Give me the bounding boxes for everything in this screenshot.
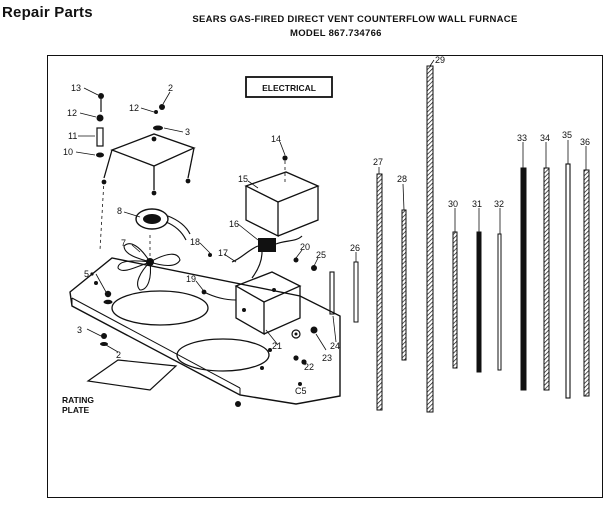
callout-19: 19 <box>186 274 196 284</box>
hardware-stack <box>90 93 241 407</box>
callout-8: 8 <box>117 206 122 216</box>
rods-and-wires <box>353 65 590 413</box>
callout-14: 14 <box>271 134 281 144</box>
callout-11: 11 <box>68 131 77 141</box>
callout-17: 17 <box>218 248 228 258</box>
electrical-section-label: ELECTRICAL <box>245 76 333 98</box>
callout-30: 30 <box>448 199 458 209</box>
callout-22: 22 <box>304 362 314 372</box>
rating-plate: RATING PLATE <box>62 359 178 415</box>
diagram-title: SEARS GAS-FIRED DIRECT VENT COUNTERFLOW … <box>192 14 518 25</box>
callout-2b: 2 <box>116 350 121 360</box>
blower-opening-right <box>176 338 270 372</box>
base-plate <box>69 257 341 405</box>
callout-35: 35 <box>562 130 572 140</box>
blower-motor <box>135 208 191 241</box>
callout-31: 31 <box>472 199 482 209</box>
callout-29: 29 <box>435 55 445 65</box>
callout-10: 10 <box>63 147 73 157</box>
electrical-label-text: ELECTRICAL <box>262 83 316 93</box>
callout-33: 33 <box>517 133 527 143</box>
callout-7: 7 <box>121 238 126 248</box>
callout-16: 16 <box>229 219 239 229</box>
motor-bracket <box>99 133 196 251</box>
callout-12a: 12 <box>67 108 77 118</box>
callout-32: 32 <box>494 199 504 209</box>
callout-3b: 3 <box>77 325 82 335</box>
rating-plate-label-2: PLATE <box>62 405 90 415</box>
callout-3a: 3 <box>185 127 190 137</box>
corner-mark: C5 <box>295 386 307 396</box>
leader-lines <box>75 59 587 365</box>
control-box <box>234 271 302 336</box>
callout-18: 18 <box>190 237 200 247</box>
callout-2a: 2 <box>168 83 173 93</box>
callout-36: 36 <box>580 137 590 147</box>
repair-parts-heading: Repair Parts <box>2 4 93 21</box>
callout-21: 21 <box>272 341 282 351</box>
junction-box-cover <box>244 155 320 238</box>
blower-opening-left <box>111 290 209 326</box>
callout-28: 28 <box>397 174 407 184</box>
rating-plate-label-1: RATING <box>62 395 94 405</box>
callout-numbers: 13 12 11 10 12 2 3 14 15 16 17 18 19 20 … <box>63 55 590 396</box>
callout-15: 15 <box>238 174 248 184</box>
callout-12b: 12 <box>129 103 139 113</box>
callout-5: 5 <box>84 269 89 279</box>
callout-23: 23 <box>322 353 332 363</box>
callout-26: 26 <box>350 243 360 253</box>
diagram-frame <box>47 55 603 498</box>
callout-24: 24 <box>330 341 340 351</box>
callout-13: 13 <box>71 83 81 93</box>
callout-27: 27 <box>373 157 383 167</box>
limit-switch-assembly <box>201 235 317 301</box>
model-number: MODEL 867.734766 <box>290 28 382 39</box>
fan-blade <box>117 235 181 291</box>
callout-20: 20 <box>300 242 310 252</box>
callout-34: 34 <box>540 133 550 143</box>
callout-25: 25 <box>316 250 326 260</box>
